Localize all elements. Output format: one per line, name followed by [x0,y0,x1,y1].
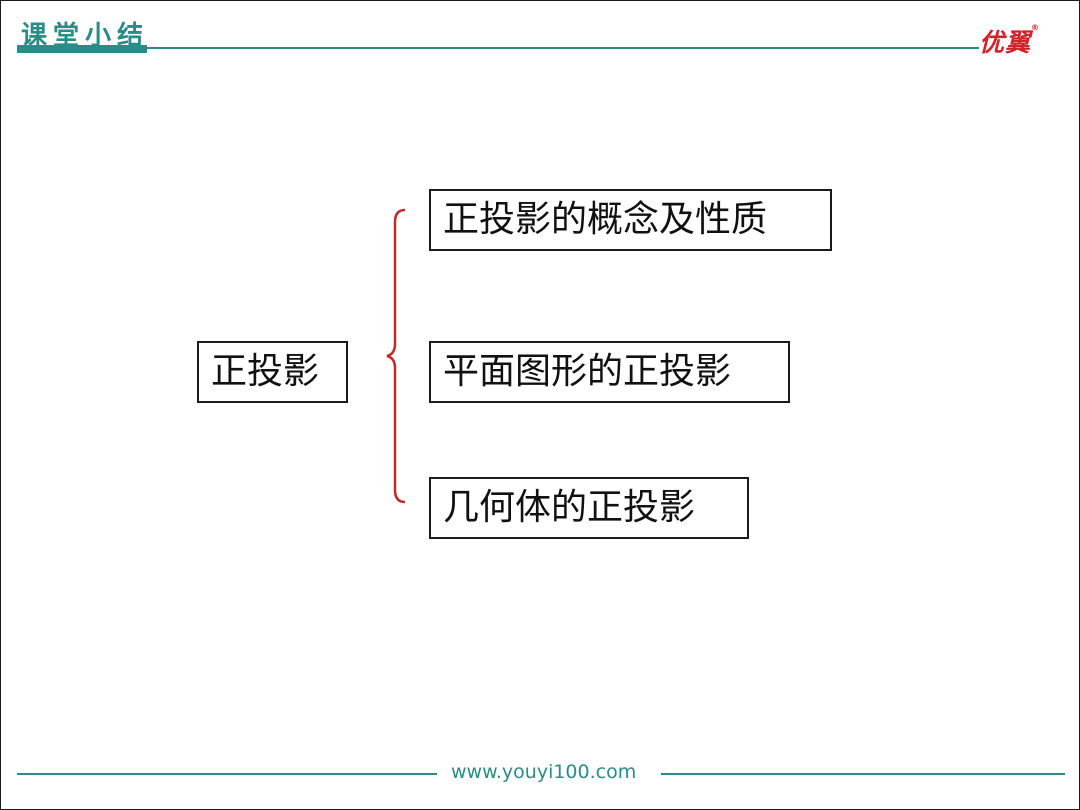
footer-divider-right [661,773,1065,775]
child-node-plane-figure: 平面图形的正投影 [429,341,790,403]
child-node-solid-figure: 几何体的正投影 [429,477,749,539]
header-divider [17,47,979,49]
brand-logo: 优翼® [979,23,1040,59]
footer-divider-left [17,773,437,775]
curly-brace-icon [386,208,406,504]
header-accent-bar [17,45,147,53]
child-node-concept-properties: 正投影的概念及性质 [429,189,832,251]
brand-logo-text: 优翼 [979,28,1032,57]
footer-url: www.youyi100.com [451,761,637,783]
root-node: 正投影 [197,341,348,403]
registered-mark: ® [1031,23,1041,32]
